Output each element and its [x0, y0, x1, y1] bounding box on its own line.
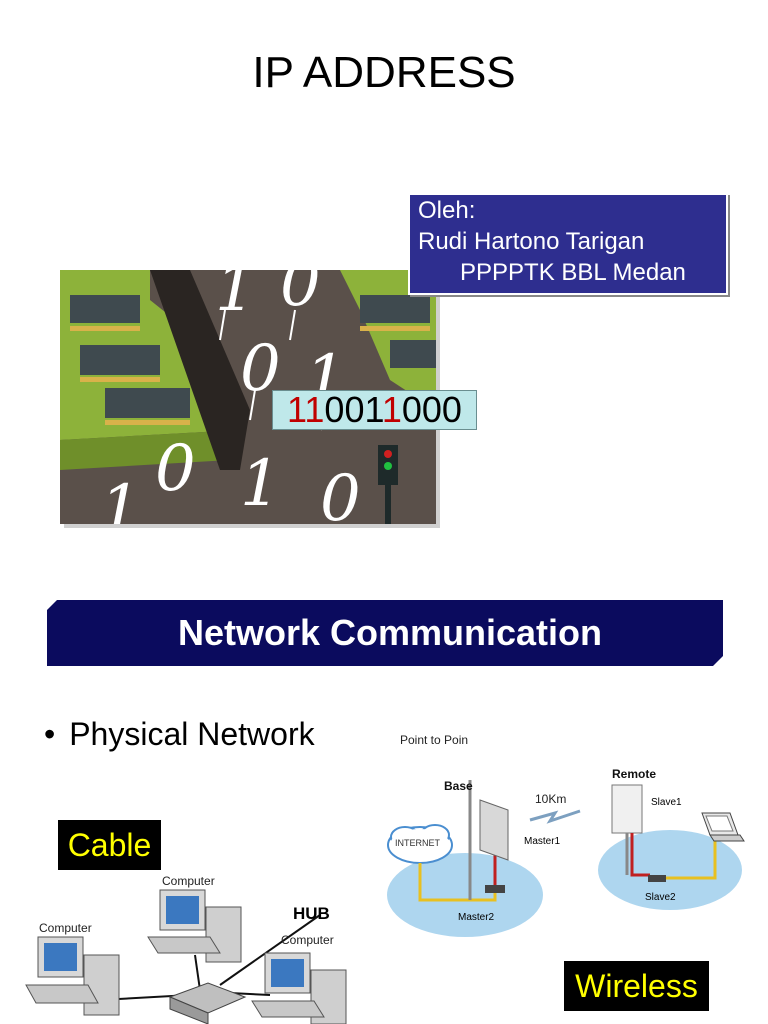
- slave1-label: Slave1: [651, 797, 682, 808]
- computer-top-label: Computer: [162, 874, 215, 888]
- remote-label: Remote: [612, 767, 657, 781]
- base-area-ellipse: [387, 853, 543, 937]
- slide-title: IP ADDRESS: [252, 48, 516, 97]
- computer-icon-top: [147, 889, 242, 963]
- binary-digits-black-1: 001: [324, 389, 382, 430]
- author-label: Oleh:: [418, 197, 476, 224]
- hub-label: HUB: [293, 904, 330, 923]
- remote-area-ellipse: [598, 830, 742, 910]
- wireless-link-icon: [529, 809, 581, 824]
- author-box: Oleh: Rudi Hartono Tarigan PPPPTK BBL Me…: [408, 193, 728, 295]
- master1-label: Master1: [524, 836, 561, 847]
- hub-icon: [168, 982, 247, 1024]
- binary-number-box: 110011000: [272, 390, 477, 430]
- slave2-label: Slave2: [645, 892, 676, 903]
- svg-text:1: 1: [100, 472, 141, 524]
- wireless-diagram: [387, 780, 745, 937]
- laptop-icon: [701, 812, 745, 842]
- svg-text:0: 0: [280, 270, 321, 321]
- remote-antenna-icon: [611, 784, 717, 882]
- cable-label: Cable: [58, 820, 161, 870]
- bullet-dot-icon: •: [44, 716, 56, 752]
- cable-diagram: [25, 889, 347, 1024]
- author-name: Rudi Hartono Tarigan: [418, 228, 645, 255]
- base-label: Base: [444, 779, 473, 793]
- computer-left-label: Computer: [39, 921, 92, 935]
- svg-text:0: 0: [320, 462, 361, 524]
- svg-text:0: 0: [155, 432, 196, 506]
- banner-title: Network Communication: [177, 612, 603, 653]
- wireless-heading: Point to Poin: [400, 733, 469, 747]
- author-institution: PPPPTK BBL Medan: [460, 259, 686, 286]
- bullet-item: • Physical Network: [44, 716, 315, 753]
- wireless-label: Wireless: [564, 961, 709, 1011]
- distance-label: 10Km: [535, 792, 567, 806]
- internet-cloud-icon: [387, 824, 453, 864]
- base-antenna-icon: [468, 780, 509, 900]
- svg-text:1: 1: [240, 447, 281, 521]
- title-banner: [47, 600, 723, 666]
- master2-label: Master2: [458, 912, 495, 923]
- binary-digits-black-2: 000: [401, 389, 462, 430]
- svg-text:1: 1: [215, 270, 256, 326]
- bullet-text: Physical Network: [69, 716, 315, 752]
- computer-right-label: Computer: [281, 933, 334, 947]
- computer-icon-right: [251, 952, 347, 1024]
- binary-digits-red-2: 1: [381, 389, 402, 430]
- internet-label: INTERNET: [395, 838, 440, 848]
- computer-icon-left: [25, 936, 120, 1016]
- binary-digits-red-1: 11: [287, 389, 325, 430]
